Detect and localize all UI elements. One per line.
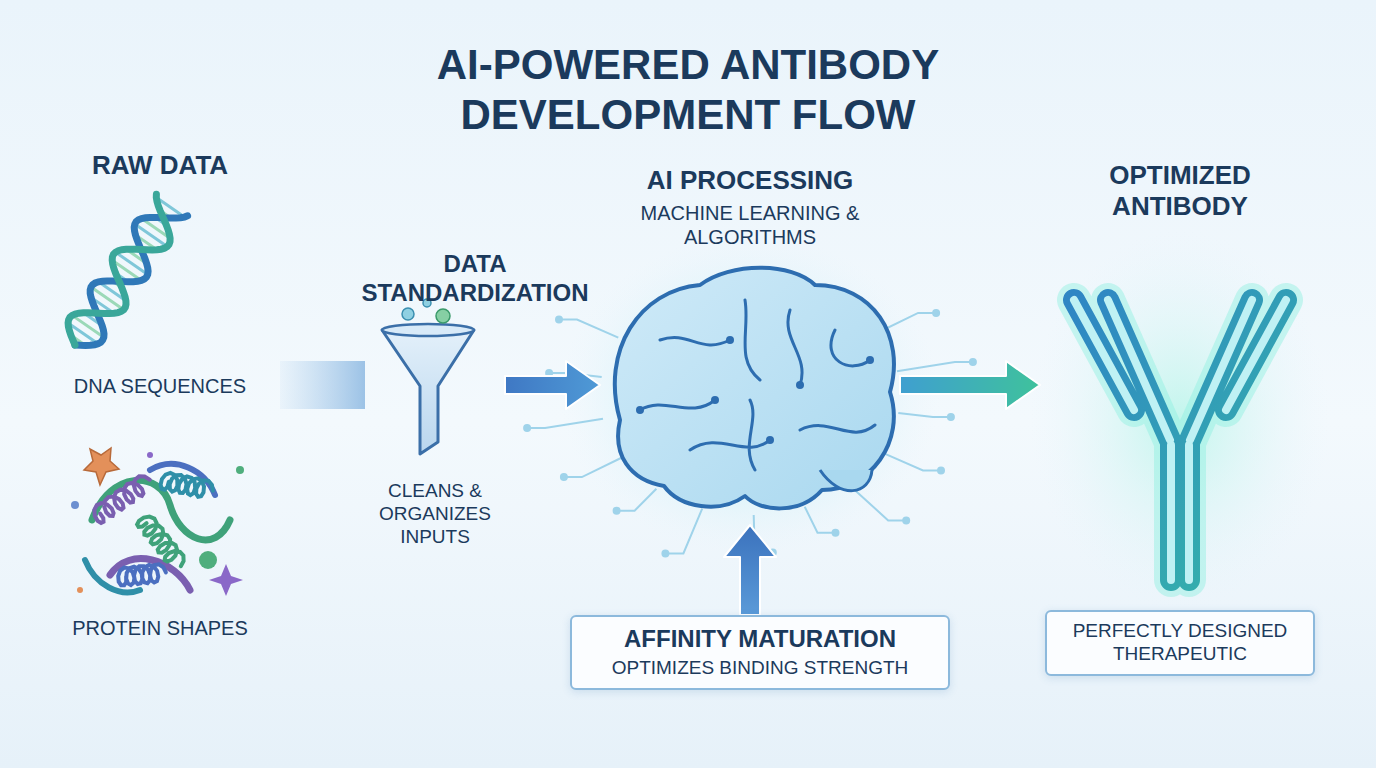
circuit-node xyxy=(833,530,839,536)
circuit-node xyxy=(938,467,944,473)
dna-helix xyxy=(68,194,188,345)
circuit-node xyxy=(933,310,939,316)
stage-heading: AI PROCESSING xyxy=(600,165,900,196)
antibody-icon xyxy=(1030,230,1330,610)
output-stage: OPTIMIZED ANTIBODY xyxy=(1040,160,1320,600)
funnel-icon xyxy=(382,299,474,454)
flow-arrow xyxy=(900,361,1040,409)
circuit-trace xyxy=(527,419,603,428)
circuit-trace xyxy=(559,320,618,338)
circuit-node xyxy=(903,517,909,523)
stage-description: MACHINE LEARNING & ALGORITHMS xyxy=(635,201,865,249)
circuit-trace xyxy=(564,458,622,478)
circuit-trace xyxy=(898,413,951,417)
stage-description: CLEANS & ORGANIZES INPUTS xyxy=(365,480,505,548)
box-heading: AFFINITY MATURATION xyxy=(584,625,936,654)
feedback-arrow xyxy=(724,525,776,615)
circuit-node xyxy=(948,414,954,420)
processing-stage: AI PROCESSING MACHINE LEARNING & ALGORITH… xyxy=(600,165,900,525)
diagram-title: AI-POWERED ANTIBODY DEVELOPMENT FLOW xyxy=(358,40,1018,140)
circuit-node xyxy=(561,474,567,480)
circuit-node xyxy=(556,317,562,323)
dna-strand xyxy=(68,194,170,345)
circuit-trace xyxy=(805,507,836,533)
data-flow-band xyxy=(280,361,365,409)
box-description: OPTIMIZES BINDING STRENGTH xyxy=(584,657,936,680)
circuit-node xyxy=(524,425,530,431)
input-stage: RAW DATA DNA SEQUENCES PROTEIN SHAPES xyxy=(40,150,280,650)
item-label: DNA SEQUENCES xyxy=(40,374,280,398)
circuit-trace xyxy=(897,362,973,371)
stage-heading: OPTIMIZED ANTIBODY xyxy=(1040,160,1320,222)
box-description: PERFECTLY DESIGNED THERAPEUTIC xyxy=(1059,620,1301,666)
circuit-node xyxy=(970,359,976,365)
protein-helix xyxy=(94,476,149,523)
stage-heading: RAW DATA xyxy=(40,150,280,181)
circuit-trace xyxy=(617,489,657,511)
circuit-trace xyxy=(882,452,941,470)
process-box: AFFINITY MATURATION OPTIMIZES BINDING STR… xyxy=(570,615,950,690)
protein-helix xyxy=(137,517,184,567)
circuit-node xyxy=(662,551,668,557)
flow-arrow xyxy=(505,361,600,409)
item-label: PROTEIN SHAPES xyxy=(40,616,280,640)
circuit-node xyxy=(614,508,620,514)
protein-helix xyxy=(118,564,166,585)
protein-helix xyxy=(161,473,213,497)
brain-icon xyxy=(524,235,976,557)
stage-heading: DATA STANDARDIZATION xyxy=(335,250,615,308)
protein-cluster xyxy=(71,448,244,596)
standardization-stage: DATA STANDARDIZATIONCLEANS & ORGANIZES I… xyxy=(365,250,505,560)
result-box: PERFECTLY DESIGNED THERAPEUTIC xyxy=(1045,610,1315,676)
circuit-trace xyxy=(665,509,702,554)
